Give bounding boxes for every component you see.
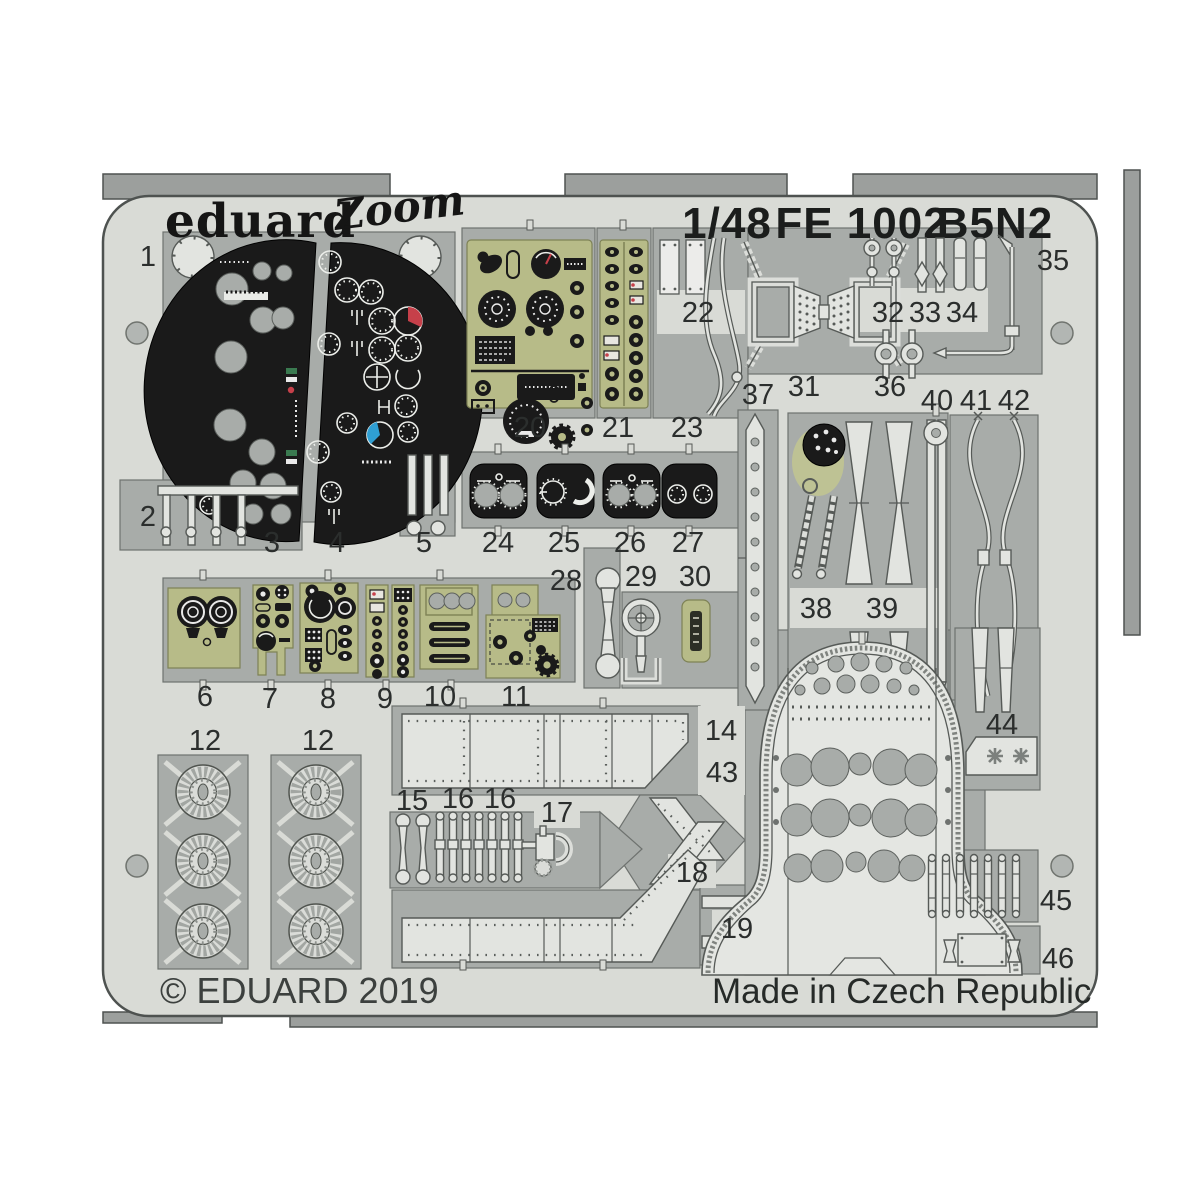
sprue-stubs [199, 219, 940, 971]
part-44-star-plate [965, 627, 1038, 776]
part-21-switch-strip [599, 239, 649, 409]
part-23-wires [703, 237, 743, 417]
part-number-label-46: 46 [1042, 943, 1074, 975]
part-10-panel [419, 584, 479, 670]
part-9-strips [365, 584, 415, 679]
part-number-label-12a: 12 [189, 725, 221, 757]
part-number-label-33: 33 [909, 297, 941, 329]
part-15-strips [395, 813, 431, 885]
part-29-pulley [620, 598, 662, 685]
part-number-label-42: 42 [998, 385, 1030, 417]
part-5-strips [406, 454, 449, 536]
part-number-label-14: 14 [705, 715, 737, 747]
part-35-antenna-mast [932, 234, 1020, 360]
part-number-labels: 1 2 3 4 5 6 7 8 9 10 11 12 12 14 15 16 1… [140, 241, 1074, 975]
part-28-lever [595, 567, 621, 679]
part-number-label-1: 1 [140, 241, 156, 273]
part-27-gauge-housing [661, 463, 718, 519]
part-number-label-3: 3 [264, 527, 280, 559]
part-20-radio-panel [466, 239, 593, 451]
part-31-seatbelt-harness [740, 240, 910, 370]
part-number-label-15: 15 [396, 785, 428, 817]
part-number-label-21: 21 [602, 412, 634, 444]
part-25-gauge-housing [536, 463, 595, 519]
part-22-plates [659, 239, 706, 295]
part-26-gauge-housing [602, 463, 661, 519]
part-number-label-41: 41 [960, 385, 992, 417]
part-number-label-4: 4 [329, 527, 345, 559]
part-17-bracket-assembly [521, 825, 573, 878]
part-38-mic-and-chains [791, 423, 846, 580]
part-number-label-44: 44 [986, 709, 1018, 741]
part-number-label-9: 9 [377, 683, 393, 715]
part-36-rings [874, 329, 924, 379]
part-number-label-28: 28 [550, 565, 582, 597]
part-number-label-6: 6 [197, 681, 213, 713]
part-14-riveted-panel [401, 713, 689, 789]
part-12-wheel-discs [163, 762, 355, 965]
part-number-label-40: 40 [921, 385, 953, 417]
part-number-label-22: 22 [682, 297, 714, 329]
part-46-buckle-plate [943, 933, 1021, 967]
parts-32-33-34-buckles [863, 237, 987, 293]
part-number-label-39: 39 [866, 593, 898, 625]
part-number-label-2: 2 [140, 501, 156, 533]
part-number-label-19: 19 [721, 913, 753, 945]
part-number-label-5: 5 [416, 527, 432, 559]
part-number-label-26: 26 [614, 527, 646, 559]
part-number-label-8: 8 [320, 683, 336, 715]
part-number-label-30: 30 [679, 561, 711, 593]
part-number-label-43: 43 [706, 757, 738, 789]
part-number-label-38: 38 [800, 593, 832, 625]
part-18-riveted-panel [401, 849, 707, 963]
copyright-text: © EDUARD 2019 [160, 970, 439, 1011]
part-number-label-23: 23 [671, 412, 703, 444]
footer: © EDUARD 2019 Made in Czech Republic [160, 970, 1091, 1011]
part-7-panel [252, 584, 294, 676]
screw-holes [125, 321, 1074, 878]
part-number-label-37: 37 [742, 379, 774, 411]
part-6-panel [167, 587, 241, 669]
part-number-label-45: 45 [1040, 885, 1072, 917]
part-number-label-12b: 12 [302, 725, 334, 757]
part-number-label-11: 11 [501, 681, 531, 713]
part-number-label-7: 7 [262, 683, 278, 715]
part-number-label-31: 31 [788, 371, 820, 403]
part-8-panel [299, 582, 359, 674]
part-24-gauge-housing [469, 463, 528, 519]
part-number-label-20: 20 [514, 412, 546, 444]
part-number-label-25: 25 [548, 527, 580, 559]
part-11-panel [485, 584, 561, 679]
part-number-label-29: 29 [625, 561, 657, 593]
part-number-label-18: 18 [676, 857, 708, 889]
part-number-label-36: 36 [874, 371, 906, 403]
part-37-holed-strap [738, 412, 765, 705]
part-30-placard [681, 599, 711, 663]
part-2-comb-strips [157, 485, 299, 546]
part-number-label-10: 10 [424, 681, 456, 713]
part-number-label-16b: 16 [484, 783, 516, 815]
part-3-instrument-panel-left-half [143, 239, 317, 543]
made-in-text: Made in Czech Republic [712, 972, 1091, 1011]
part-number-label-35: 35 [1037, 245, 1069, 277]
part-number-label-34: 34 [946, 297, 978, 329]
part-number-label-27: 27 [672, 527, 704, 559]
part-number-label-32: 32 [872, 297, 904, 329]
part-number-label-24: 24 [482, 527, 514, 559]
part-number-label-16a: 16 [442, 783, 474, 815]
part-number-label-17: 17 [541, 797, 573, 829]
